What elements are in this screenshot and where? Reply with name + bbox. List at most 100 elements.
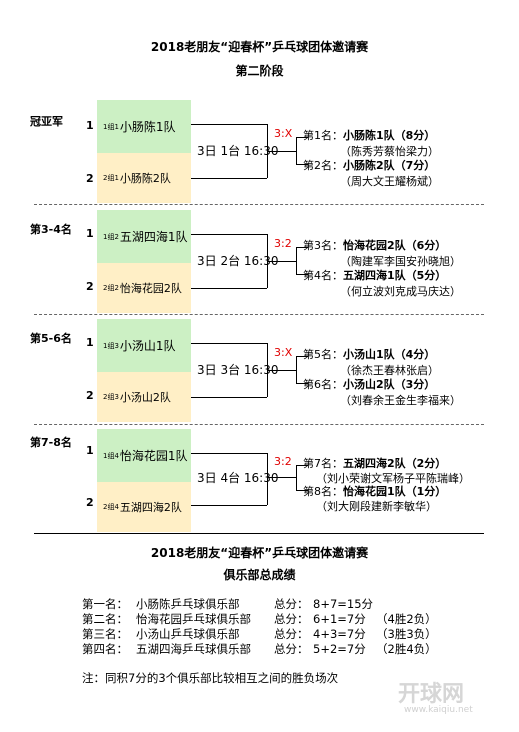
summary-rank: 第四名： (82, 642, 128, 656)
group-label: 第7-8名 (30, 436, 72, 449)
result-1: 第1名：小肠陈1队（8分） (303, 127, 435, 143)
match-score: 3:X (274, 127, 293, 140)
match-score: 3:2 (274, 237, 292, 250)
summary-score: 6+1=7分 (313, 612, 366, 626)
rank-label: 第7名： (303, 457, 343, 470)
watermark-logo: 开球网 (398, 682, 465, 707)
team-name: 小肠陈1队 (119, 120, 176, 134)
result-players: （刘大刚段建新李敏华） (316, 500, 437, 513)
summary-score: 4+3=7分 (313, 627, 366, 641)
result-players: （周大文王耀杨斌） (340, 175, 439, 188)
team-tag: 1组4 (103, 451, 119, 460)
result-players: （陶建军李国安孙晓旭） (340, 255, 461, 268)
result-2: 第8名：怡海花园1队（1分） (303, 483, 446, 499)
rank-label: 第5名： (303, 348, 343, 361)
result-2: 第2名：小肠陈2队（7分） (303, 157, 435, 173)
summary-rank: 第三名： (82, 627, 128, 641)
team-name: 五湖四海1队 (119, 230, 188, 244)
team-name: 五湖四海2队 (119, 501, 182, 514)
team-tag: 1组2 (103, 232, 119, 241)
match-info: 3日 3台 16:30 (197, 363, 279, 377)
match-info: 3日 1台 16:30 (197, 144, 279, 158)
match-info: 3日 2台 16:30 (197, 254, 279, 268)
section-divider (34, 533, 484, 534)
summary-label: 总分： (274, 612, 309, 626)
summary-footnote: 注：同积7分的3个俱乐部比较相互之间的胜负场次 (82, 671, 339, 685)
seed-1: 1 (86, 227, 94, 240)
result-1: 第7名：五湖四海2队（2分） (303, 455, 446, 471)
group-label: 第5-6名 (30, 332, 72, 345)
summary-note: （2胜4负） (376, 642, 437, 656)
watermark-url: www.kaiqiu.net (404, 705, 473, 715)
group-label: 第3-4名 (30, 223, 72, 236)
summary-title: 2018老朋友“迎春杯”乒乓球团体邀请赛 (150, 546, 369, 560)
team-name: 小汤山2队 (119, 391, 171, 404)
seed-2: 2 (86, 496, 94, 509)
team-tag: 2组3 (103, 393, 119, 401)
summary-club: 小汤山乒乓球俱乐部 (136, 627, 240, 641)
rank-label: 第4名： (303, 269, 343, 282)
team-tag: 1组3 (103, 341, 119, 350)
match-score: 3:X (274, 346, 293, 359)
page-subtitle: 第二阶段 (235, 64, 284, 78)
seed-1: 1 (86, 119, 94, 132)
result-team: 怡海花园2队（6分） (343, 239, 447, 252)
result-players: （刘春余王金生李福来） (340, 394, 461, 407)
seed-1: 1 (86, 336, 94, 349)
group-label: 冠亚军 (30, 115, 63, 128)
summary-label: 总分： (274, 642, 309, 656)
rank-label: 第2名： (303, 159, 343, 172)
team-tag: 2组1 (103, 174, 119, 182)
team-tag: 1组1 (103, 122, 119, 131)
result-1: 第5名：小汤山1队（4分） (303, 346, 435, 362)
result-players: （陈秀芳蔡怡梁力） (340, 145, 439, 158)
section-divider (34, 314, 484, 315)
rank-label: 第8名： (303, 485, 343, 498)
result-team: 小汤山2队（3分） (343, 378, 436, 391)
summary-label: 总分： (274, 597, 309, 611)
result-2: 第4名：五湖四海1队（5分） (303, 267, 446, 283)
result-team: 小肠陈1队（8分） (343, 129, 436, 142)
team-tag: 2组4 (103, 503, 119, 511)
summary-rank: 第二名： (82, 612, 128, 626)
team-tag: 2组2 (103, 284, 119, 292)
team-name: 小肠陈2队 (119, 172, 171, 185)
result-team: 五湖四海1队（5分） (343, 269, 447, 282)
result-team: 小汤山1队（4分） (343, 348, 436, 361)
seed-2: 2 (86, 280, 94, 293)
rank-label: 第3名： (303, 239, 343, 252)
summary-club: 小肠陈乒乓球俱乐部 (136, 597, 240, 611)
result-players: （徐杰王春林张启） (340, 364, 439, 377)
result-team: 小肠陈2队（7分） (343, 159, 436, 172)
summary-club: 怡海花园乒乓球俱乐部 (136, 612, 251, 626)
summary-rank: 第一名： (82, 597, 128, 611)
result-players: （何立波刘克成马庆达） (340, 285, 461, 298)
page-title: 2018老朋友“迎春杯”乒乓球团体邀请赛 (150, 40, 369, 54)
summary-score: 8+7=15分 (313, 597, 374, 611)
summary-note: （4胜2负） (376, 612, 437, 626)
seed-2: 2 (86, 172, 94, 185)
summary-note: （3胜3负） (376, 627, 437, 641)
result-1: 第3名：怡海花园2队（6分） (303, 237, 446, 253)
result-2: 第6名：小汤山2队（3分） (303, 376, 435, 392)
result-team: 五湖四海2队（2分） (343, 457, 447, 470)
section-divider (34, 204, 484, 205)
match-info: 3日 4台 16:30 (197, 471, 279, 485)
seed-1: 1 (86, 444, 94, 457)
result-team: 怡海花园1队（1分） (343, 485, 447, 498)
summary-label: 总分： (274, 627, 309, 641)
summary-score: 5+2=7分 (313, 642, 366, 656)
result-players: （刘小荣谢文军杨子平陈瑞峰） (316, 472, 470, 485)
section-divider (34, 424, 484, 425)
summary-subtitle: 俱乐部总成绩 (223, 568, 296, 582)
seed-2: 2 (86, 389, 94, 402)
rank-label: 第6名： (303, 378, 343, 391)
team-name: 怡海花园1队 (119, 449, 188, 463)
